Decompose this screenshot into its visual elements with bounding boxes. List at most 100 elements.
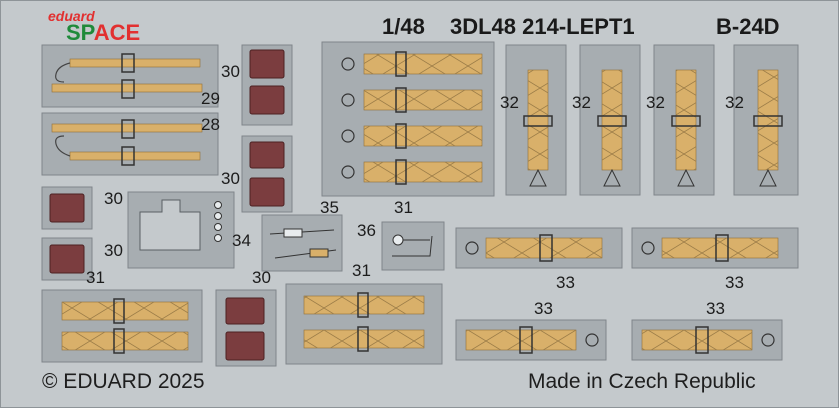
cutout xyxy=(139,199,201,251)
part-number-30: 30 xyxy=(221,169,240,188)
logo-top: eduard xyxy=(48,8,95,24)
kit-code: 3DL48 214-LEPT1 xyxy=(450,14,635,39)
seat-pad xyxy=(49,244,85,274)
ring xyxy=(641,241,655,255)
buckle xyxy=(121,79,135,99)
part-33-harness-d xyxy=(631,319,783,361)
origin-text: Made in Czech Republic xyxy=(528,370,756,393)
part-36-fitting xyxy=(381,221,445,271)
seat-pad xyxy=(249,141,285,169)
part-32-harness-1 xyxy=(505,44,567,196)
aircraft-name: B-24D xyxy=(716,14,780,39)
part-number-30: 30 xyxy=(104,241,123,260)
belt-strap xyxy=(51,83,203,93)
part-31-harness-center xyxy=(285,283,443,365)
plate xyxy=(41,289,203,363)
plate xyxy=(41,44,219,108)
instrument-outline-part xyxy=(127,191,235,269)
part-33-harness-a xyxy=(455,227,623,269)
buckle xyxy=(715,234,729,262)
part-30-pads-bottom xyxy=(215,289,277,367)
harness-row xyxy=(341,51,483,77)
svg-text:SPACE: SPACE xyxy=(66,20,140,45)
scale-label: 1/48 xyxy=(382,14,425,39)
buckle xyxy=(121,119,135,139)
part-32-harness-2 xyxy=(579,44,641,196)
part-number-30: 30 xyxy=(104,189,123,208)
rivet xyxy=(214,223,222,231)
part-number-36: 36 xyxy=(357,221,376,240)
rivet xyxy=(214,212,222,220)
buckle xyxy=(523,115,553,127)
harness-row xyxy=(341,87,483,113)
fitting xyxy=(309,248,329,258)
ring xyxy=(392,234,404,246)
part-number-32: 32 xyxy=(646,93,665,112)
belt-tip xyxy=(529,168,547,187)
part-number-33: 33 xyxy=(534,299,553,318)
ring xyxy=(585,333,599,347)
copyright-text: © EDUARD 2025 xyxy=(42,370,205,393)
part-32-harness-3 xyxy=(653,44,715,196)
belt-strap xyxy=(51,123,203,133)
part-number-30: 30 xyxy=(221,62,240,81)
seat-pad xyxy=(225,331,265,361)
buckle xyxy=(597,115,627,127)
fitting-line xyxy=(392,235,433,257)
buckle xyxy=(357,326,369,352)
part-number-28: 28 xyxy=(201,115,220,134)
belt-tip xyxy=(603,168,621,187)
belt-tip xyxy=(677,168,695,187)
buckle xyxy=(113,298,125,324)
part-number-35: 35 xyxy=(320,198,339,217)
buckle xyxy=(753,115,783,127)
logo-ace: ACE xyxy=(94,20,140,45)
part-32-harness-4 xyxy=(733,44,799,196)
part-number-30: 30 xyxy=(252,268,271,287)
part-31-harness-left xyxy=(41,289,203,363)
part-number-34: 34 xyxy=(232,231,251,250)
buckle xyxy=(695,326,709,354)
rivet xyxy=(214,201,222,209)
part-33-harness-b xyxy=(631,227,799,269)
fitting xyxy=(283,228,303,238)
belt-hook xyxy=(55,62,71,83)
seat-pad xyxy=(225,297,265,325)
buckle xyxy=(121,53,135,73)
belt-strap xyxy=(69,58,201,68)
part-29-belts xyxy=(41,44,219,108)
part-30-pads-top xyxy=(241,44,293,126)
buckle xyxy=(357,292,369,318)
rivet xyxy=(214,234,222,242)
part-number-31: 31 xyxy=(352,261,371,280)
part-28-belts xyxy=(41,112,219,176)
seat-pad xyxy=(249,177,285,207)
ring xyxy=(465,241,479,255)
part-number-33: 33 xyxy=(556,273,575,292)
seat-pad xyxy=(49,193,85,223)
part-30-pads-mid xyxy=(241,135,293,213)
buckle xyxy=(519,326,533,354)
part-number-32: 32 xyxy=(572,93,591,112)
plate xyxy=(261,214,343,272)
part-number-32: 32 xyxy=(725,93,744,112)
belt-tip xyxy=(759,168,777,187)
harness-row xyxy=(341,123,483,149)
ring xyxy=(761,333,775,347)
part-34-35-fittings xyxy=(261,214,343,272)
part-number-31: 31 xyxy=(86,268,105,287)
buckle xyxy=(121,146,135,166)
harness-block-center xyxy=(321,41,495,197)
harness-row xyxy=(341,159,483,185)
buckle xyxy=(671,115,701,127)
part-number-29: 29 xyxy=(201,89,220,108)
part-number-33: 33 xyxy=(706,299,725,318)
part-33-harness-c xyxy=(455,319,607,361)
part-number-31: 31 xyxy=(394,198,413,217)
buckle xyxy=(539,234,553,262)
buckle xyxy=(113,328,125,354)
plate xyxy=(381,221,445,271)
logo-sp: SP xyxy=(66,20,95,45)
part-30-pad-b xyxy=(41,237,93,281)
